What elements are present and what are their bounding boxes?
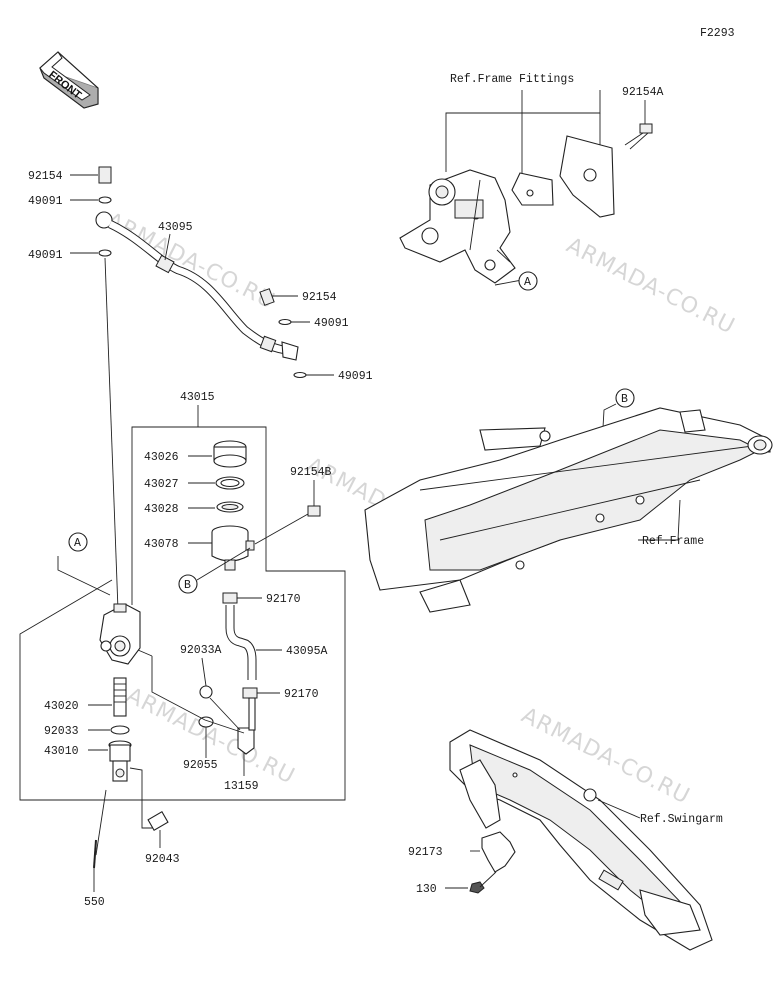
part-43020-label: 43020	[44, 700, 79, 713]
diagram-code: F2293	[700, 27, 735, 40]
front-arrow-icon: FRONT	[39, 51, 99, 109]
part-43027-label: 43027	[144, 478, 179, 491]
part-49091-left-label: 49091	[28, 249, 63, 262]
frame-fittings-assembly: Ref.Frame Fittings 92154A A	[399, 73, 664, 291]
part-92154A-label: 92154A	[622, 86, 664, 99]
part-43095-label: 43095	[158, 221, 193, 234]
part-92170-b-label: 92170	[284, 688, 319, 701]
part-43095A-label: 43095A	[286, 645, 328, 658]
part-49091-low-label: 49091	[338, 370, 373, 383]
part-92043-label: 92043	[145, 853, 180, 866]
callout-a-top: A	[524, 276, 531, 289]
part-92154-mid-label: 92154	[302, 291, 337, 304]
callout-b-right: B	[621, 393, 628, 406]
part-92170-a-label: 92170	[266, 593, 301, 606]
watermark: ARMADA-CO.RU	[562, 233, 739, 340]
part-92033-label: 92033	[44, 725, 79, 738]
part-43078-label: 43078	[144, 538, 179, 551]
bolt-92154B	[307, 505, 321, 517]
part-92055-label: 92055	[183, 759, 218, 772]
brake-hose-assembly: 92154 49091 49091 43095 92154 49091 4909…	[28, 166, 373, 611]
part-13159-label: 13159	[224, 780, 259, 793]
reservoir-group: 43015 43026 43027 43028 43078 92154B	[19, 391, 346, 801]
part-43015-label: 43015	[180, 391, 215, 404]
part-130-label: 130	[416, 883, 437, 896]
part-92033A-label: 92033A	[180, 644, 222, 657]
clevis-pin-92043	[147, 811, 169, 831]
master-cylinder-assembly: A 43020 92033 43010 92043	[44, 532, 245, 909]
frame-assembly: B Ref.Frame	[364, 388, 773, 613]
ref-swingarm-label: Ref.Swingarm	[640, 813, 723, 826]
banjo-bolt-92154	[98, 166, 112, 184]
part-92154B-label: 92154B	[290, 466, 332, 479]
swingarm-assembly: Ref.Swingarm 92173 130	[408, 729, 723, 951]
part-49091-mid-label: 49091	[314, 317, 349, 330]
washer-49091-left	[98, 249, 112, 257]
part-92154-top-label: 92154	[28, 170, 63, 183]
clamp-92170-b	[242, 687, 258, 699]
banjo-bolt-92154-mid	[259, 288, 275, 306]
callout-b-mid: B	[184, 579, 191, 592]
bolt-130	[469, 881, 485, 894]
part-43026-label: 43026	[144, 451, 179, 464]
part-49091-top-label: 49091	[28, 195, 63, 208]
callout-a-left: A	[74, 537, 81, 550]
part-550-label: 550	[84, 896, 105, 909]
washer-49091-top	[98, 196, 112, 204]
bolt-92154A	[624, 123, 653, 150]
part-43028-label: 43028	[144, 503, 179, 516]
washer-49091-low	[293, 371, 307, 379]
ref-frame-label: Ref.Frame	[642, 535, 704, 548]
ref-frame-fittings-label: Ref.Frame Fittings	[450, 73, 574, 86]
part-43010-label: 43010	[44, 745, 79, 758]
part-92173-label: 92173	[408, 846, 443, 859]
washer-49091-mid	[278, 318, 292, 326]
clamp-92170-a	[222, 592, 238, 604]
